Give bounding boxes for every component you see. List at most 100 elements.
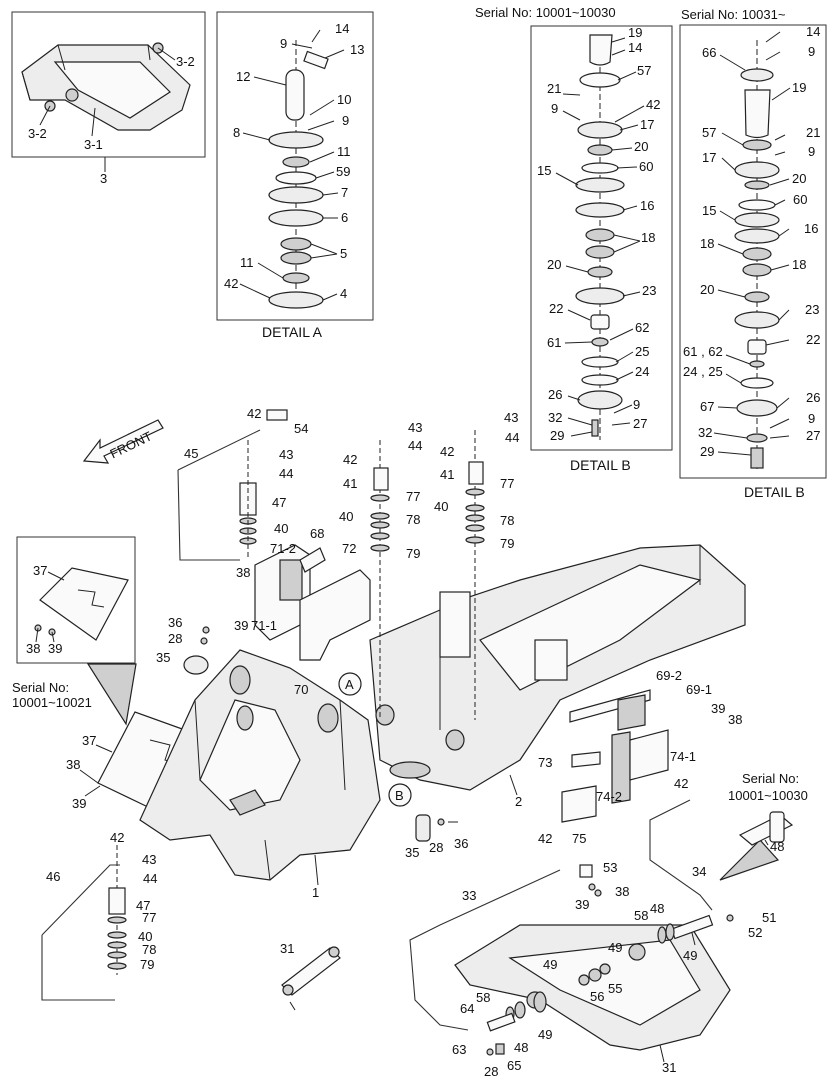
label: 49 bbox=[683, 948, 697, 963]
label: 42 bbox=[247, 406, 261, 421]
label: 44 bbox=[505, 430, 519, 445]
label: 63 bbox=[452, 1042, 466, 1057]
front-arrow: FRONT bbox=[82, 419, 164, 464]
label: 18 bbox=[792, 257, 806, 272]
label: 41 bbox=[440, 467, 454, 482]
pin-48-inset bbox=[719, 811, 794, 881]
label: 69-2 bbox=[656, 668, 682, 683]
serial-left-line1: Serial No: bbox=[12, 680, 69, 695]
label: 54 bbox=[294, 421, 308, 436]
label: 42 bbox=[224, 276, 238, 291]
label: 11 bbox=[337, 144, 351, 159]
label: 3 bbox=[100, 171, 107, 186]
label: 14 bbox=[628, 40, 642, 55]
label: 3-1 bbox=[84, 137, 103, 152]
callout-b bbox=[388, 783, 412, 807]
label: 20 bbox=[547, 257, 561, 272]
stopper-lower bbox=[415, 814, 458, 842]
label: 27 bbox=[633, 416, 647, 431]
label: 49 bbox=[538, 1027, 552, 1042]
pin-stack-center-left bbox=[370, 440, 390, 720]
label: 38 bbox=[26, 641, 40, 656]
label: 16 bbox=[804, 221, 818, 236]
label: 48 bbox=[650, 901, 664, 916]
label: 28 bbox=[429, 840, 443, 855]
label: 21 bbox=[547, 81, 561, 96]
label: 77 bbox=[406, 489, 420, 504]
serial-left-line2: 10001~10021 bbox=[12, 695, 92, 710]
label: 20 bbox=[700, 282, 714, 297]
label: 73 bbox=[538, 755, 552, 770]
label: 49 bbox=[608, 940, 622, 955]
label: 79 bbox=[500, 536, 514, 551]
label: 12 bbox=[236, 69, 250, 84]
label: 23 bbox=[805, 302, 819, 317]
label: 42 bbox=[538, 831, 552, 846]
label: 4 bbox=[340, 286, 347, 301]
label: 17 bbox=[640, 117, 654, 132]
label: 26 bbox=[806, 390, 820, 405]
label: 33 bbox=[462, 888, 476, 903]
label: 57 bbox=[702, 125, 716, 140]
label: 77 bbox=[142, 910, 156, 925]
label: 70 bbox=[294, 682, 308, 697]
label: 36 bbox=[168, 615, 182, 630]
label: 61 bbox=[547, 335, 561, 350]
pin-assembly-left bbox=[177, 409, 288, 561]
label: 7 bbox=[341, 185, 348, 200]
detail-b1-caption: DETAIL B bbox=[570, 457, 631, 473]
label: 45 bbox=[184, 446, 198, 461]
label: 37 bbox=[82, 733, 96, 748]
stopper-upper bbox=[183, 626, 210, 675]
label: 14 bbox=[806, 24, 820, 39]
label: 51 bbox=[762, 910, 776, 925]
label: 65 bbox=[507, 1058, 521, 1073]
label: 58 bbox=[634, 908, 648, 923]
label: 78 bbox=[406, 512, 420, 527]
label: 44 bbox=[408, 438, 422, 453]
callout-a-label: A bbox=[345, 677, 354, 692]
label: 53 bbox=[603, 860, 617, 875]
label: 48 bbox=[514, 1040, 528, 1055]
label: 44 bbox=[143, 871, 157, 886]
label: 24 bbox=[635, 364, 649, 379]
label: 52 bbox=[748, 925, 762, 940]
callout-a bbox=[338, 672, 362, 696]
label: 43 bbox=[142, 852, 156, 867]
label: 47 bbox=[272, 495, 286, 510]
label: 39 bbox=[575, 897, 589, 912]
detail-a-leaders bbox=[239, 29, 345, 301]
label: 38 bbox=[236, 565, 250, 580]
label: 2 bbox=[515, 794, 522, 809]
label: 28 bbox=[168, 631, 182, 646]
label: 44 bbox=[279, 466, 293, 481]
label: 14 bbox=[335, 21, 349, 36]
label: 58 bbox=[476, 990, 490, 1005]
label: 31 bbox=[280, 941, 294, 956]
label: 60 bbox=[793, 192, 807, 207]
hoses-33-34 bbox=[409, 799, 713, 1031]
label: 71-2 bbox=[270, 541, 296, 556]
label: 40 bbox=[138, 929, 152, 944]
label: 9 bbox=[633, 397, 640, 412]
label: 32 bbox=[548, 410, 562, 425]
label: 20 bbox=[792, 171, 806, 186]
inset-frame-3-leaders bbox=[39, 47, 176, 172]
label: 36 bbox=[454, 836, 468, 851]
label: 29 bbox=[700, 444, 714, 459]
serial-detail-b2: Serial No: 10031~ bbox=[681, 7, 786, 22]
bottom-frame-3 bbox=[454, 924, 731, 1051]
label: 27 bbox=[806, 428, 820, 443]
label: 41 bbox=[343, 476, 357, 491]
label: 57 bbox=[637, 63, 651, 78]
label: 42 bbox=[110, 830, 124, 845]
label: 32 bbox=[698, 425, 712, 440]
label: 19 bbox=[628, 25, 642, 40]
pin-assembly-lower-left bbox=[41, 845, 127, 1001]
label: 77 bbox=[500, 476, 514, 491]
label: 66 bbox=[702, 45, 716, 60]
rear-frame-2 bbox=[369, 544, 746, 791]
label: 9 bbox=[551, 101, 558, 116]
label: 6 bbox=[341, 210, 348, 225]
serial-right-line1: Serial No: bbox=[742, 771, 799, 786]
